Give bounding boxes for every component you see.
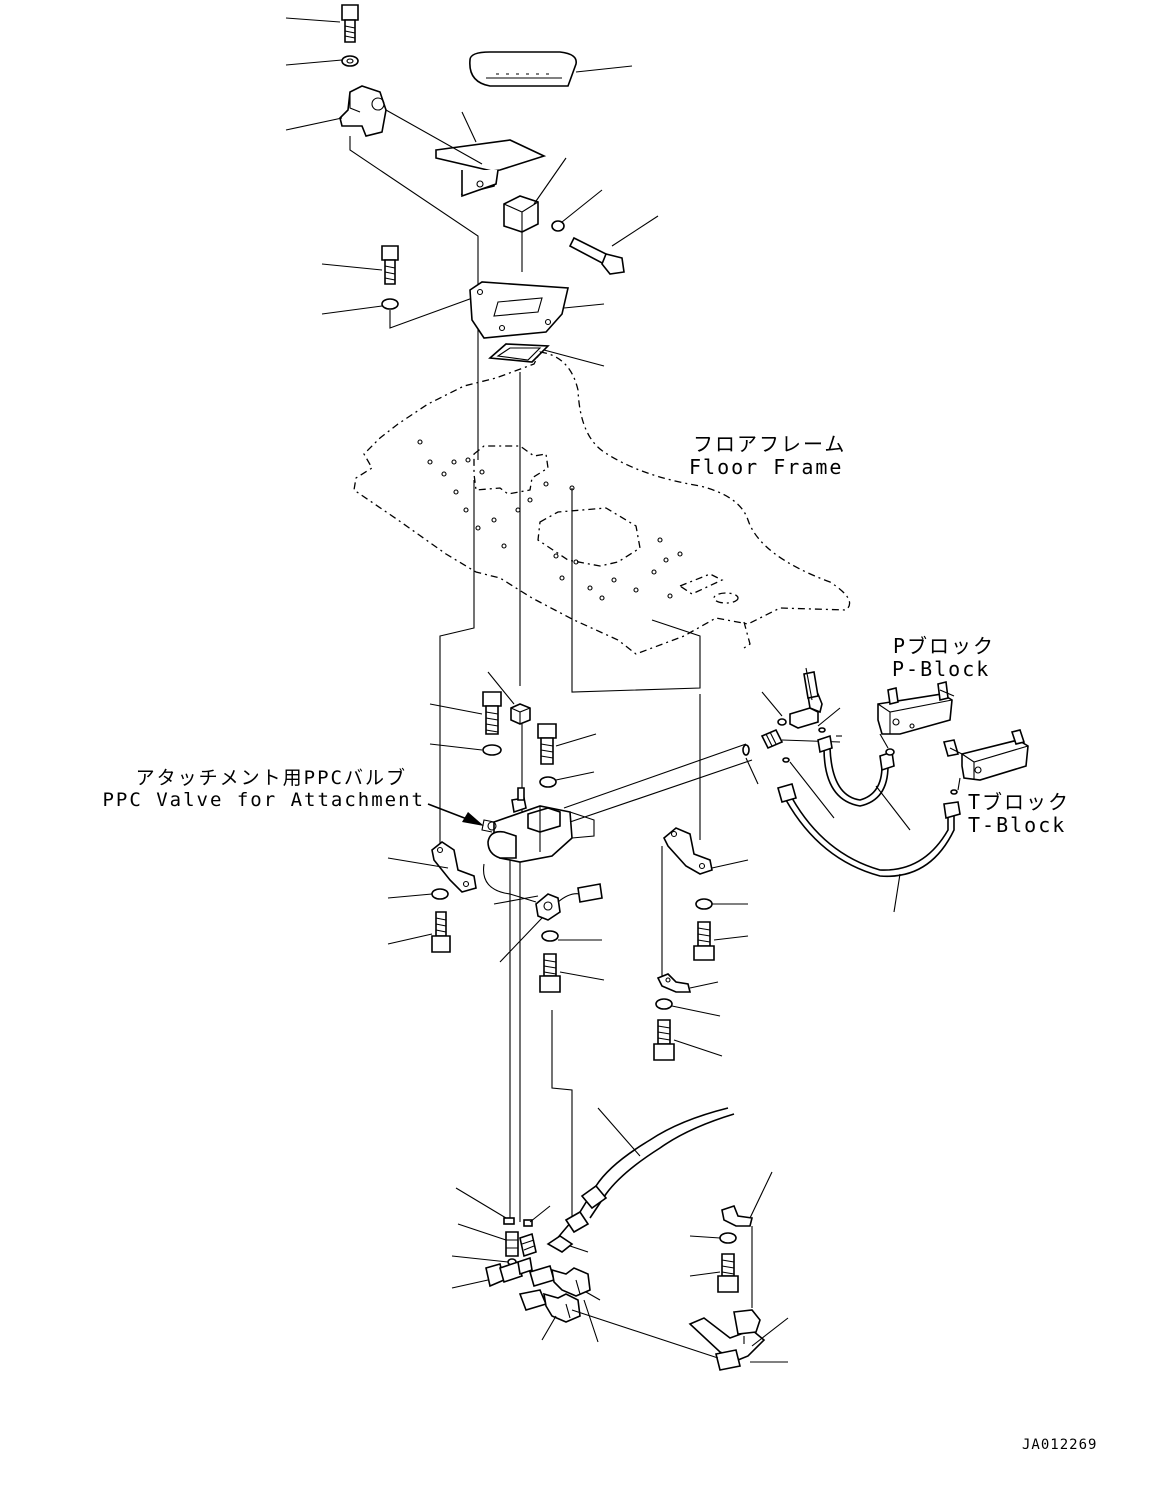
pedal-link-icon xyxy=(688,1309,766,1371)
o-ring-icon xyxy=(782,757,790,763)
fitting-icon xyxy=(505,1231,519,1257)
elbow-fitting-icon xyxy=(789,671,823,729)
t-block-label-jp: Tブロック xyxy=(968,790,1071,814)
pedal-cover-icon xyxy=(469,51,577,87)
o-ring-icon xyxy=(950,789,958,795)
clamp-icon xyxy=(721,1205,753,1227)
bolt-icon xyxy=(568,236,625,275)
floor-frame-label-en: Floor Frame xyxy=(689,455,844,479)
o-ring-icon xyxy=(777,718,787,726)
seal-icon xyxy=(488,343,550,363)
washer-icon xyxy=(341,55,359,67)
washer-icon xyxy=(381,298,399,310)
fitting-icon xyxy=(519,1232,537,1258)
bracket-icon xyxy=(663,827,713,875)
t-block-icon xyxy=(942,729,1029,791)
bolt-icon xyxy=(482,691,502,735)
ppc-valve-label-en: PPC Valve for Attachment xyxy=(102,789,425,811)
floor-frame-icon xyxy=(353,351,851,655)
washer-icon xyxy=(539,776,557,788)
ppc-valve-label-jp: アタッチメント用PPCバルブ xyxy=(135,767,407,789)
bolt-icon xyxy=(693,921,715,961)
t-block-label-en: T-Block xyxy=(968,813,1067,837)
switch-icon xyxy=(529,1265,591,1297)
washer-icon xyxy=(482,744,502,756)
nut-icon xyxy=(510,703,531,725)
bolt-icon xyxy=(537,723,557,765)
p-block-label-en: P-Block xyxy=(892,657,991,681)
hose-icon xyxy=(777,783,961,878)
hose-icon xyxy=(817,734,895,807)
washer-icon xyxy=(541,930,559,942)
bolt-icon xyxy=(539,953,561,993)
o-ring-icon xyxy=(885,748,895,756)
o-ring-icon xyxy=(503,1217,515,1225)
block-icon xyxy=(503,195,539,233)
o-ring-icon xyxy=(742,744,750,756)
washer-icon xyxy=(551,220,565,232)
bolt-icon xyxy=(381,245,399,285)
washer-icon xyxy=(695,898,713,910)
washer-icon xyxy=(719,1232,737,1244)
clamp-icon xyxy=(656,973,692,993)
bracket-icon xyxy=(339,85,387,137)
bracket-icon xyxy=(431,841,477,893)
switch-icon xyxy=(482,863,603,921)
ppc-valve-icon xyxy=(481,787,595,863)
p-block-icon xyxy=(877,681,955,756)
p-block-label-jp: Pブロック xyxy=(893,634,996,658)
drawing-number: JA012269 xyxy=(1022,1437,1098,1453)
washer-icon xyxy=(655,998,673,1010)
plate-icon xyxy=(469,281,569,339)
fitting-icon xyxy=(760,728,784,750)
o-ring-icon xyxy=(523,1219,533,1227)
pedal-icon xyxy=(435,139,547,198)
bolt-icon xyxy=(653,1019,675,1061)
bolt-icon xyxy=(341,4,359,43)
o-ring-icon xyxy=(818,727,826,733)
cable-icon xyxy=(555,1107,735,1241)
washer-icon xyxy=(431,888,449,900)
switch-icon xyxy=(518,1289,581,1323)
bolt-icon xyxy=(717,1253,739,1293)
floor-frame-label-jp: フロアフレーム xyxy=(693,432,847,456)
bolt-icon xyxy=(431,911,451,953)
tee-fitting-icon xyxy=(485,1256,533,1288)
clip-icon xyxy=(546,1235,574,1253)
